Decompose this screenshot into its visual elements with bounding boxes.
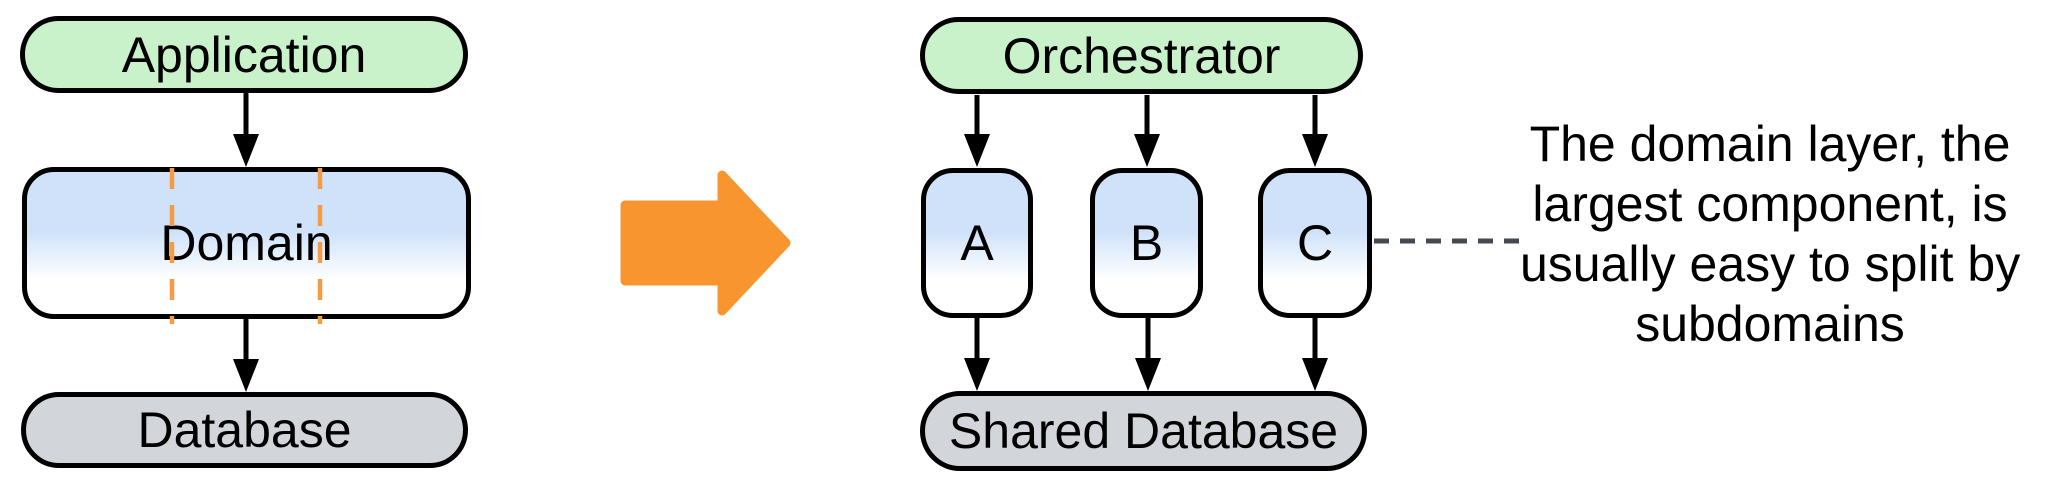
domain-label: Domain (160, 215, 333, 271)
service-c-node: C (1258, 168, 1372, 318)
service-b-label: B (1129, 215, 1164, 271)
annotation-line: subdomains (1635, 296, 1905, 352)
annotation-text: The domain layer, the largest component,… (1520, 114, 2020, 354)
service-a-node: A (921, 168, 1033, 318)
orchestrator-label: Orchestrator (1002, 27, 1281, 84)
service-c-label: C (1296, 215, 1334, 271)
orchestrator-to-a-arrow (964, 95, 990, 167)
orchestrator-to-b-arrow (1134, 95, 1160, 167)
transform-arrow-icon (620, 170, 791, 316)
annotation-line: largest component, is (1532, 176, 2008, 232)
database-label: Database (137, 402, 352, 458)
orchestrator-node: Orchestrator (920, 17, 1363, 94)
a-to-shared-database-arrow (964, 318, 990, 391)
application-label: Application (121, 26, 367, 83)
service-a-label: A (960, 215, 994, 271)
shared-database-node: Shared Database (920, 391, 1367, 471)
annotation-line: usually easy to split by (1520, 236, 2021, 292)
shared-database-label: Shared Database (948, 403, 1339, 459)
orchestrator-to-c-arrow (1302, 95, 1328, 167)
domain-node: Domain (22, 167, 471, 319)
application-to-domain-arrow (233, 93, 259, 167)
service-b-node: B (1090, 168, 1203, 318)
application-node: Application (20, 16, 468, 93)
domain-to-database-arrow (233, 318, 259, 392)
annotation-line: The domain layer, the (1529, 116, 2011, 172)
b-to-shared-database-arrow (1135, 318, 1161, 391)
c-to-shared-database-arrow (1302, 318, 1328, 391)
database-node: Database (21, 392, 468, 468)
